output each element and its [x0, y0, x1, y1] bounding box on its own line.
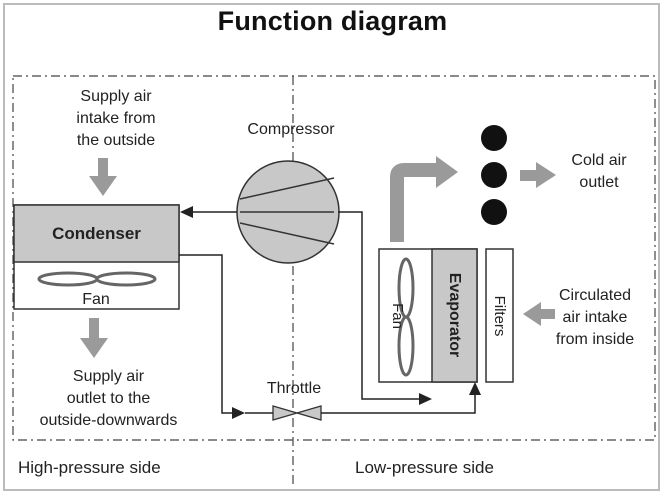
condenser-label: Condenser	[52, 224, 141, 243]
cold-air-dot	[481, 162, 507, 188]
throttle-label: Throttle	[266, 380, 322, 397]
condenser-fan-label: Fan	[82, 291, 110, 308]
region-border	[12, 75, 656, 441]
cold-air-dot	[481, 125, 507, 151]
evaporator-unit	[378, 248, 478, 383]
circulated-air-arrow	[523, 302, 555, 326]
supply-outlet-label: Supply air outlet to the outside-downwar…	[39, 368, 178, 429]
diagram-title: Function diagram	[217, 6, 448, 36]
pipe-condenser-to-throttle	[179, 254, 245, 419]
cold-air-outlet-label: Cold air outlet	[571, 152, 627, 191]
condenser-fan-icon	[37, 271, 157, 287]
supply-intake-arrow	[89, 158, 117, 196]
circulated-air-label: Circulated air intake from inside	[555, 287, 635, 348]
compressor-icon	[236, 160, 340, 264]
low-pressure-side-label: Low-pressure side	[355, 458, 494, 477]
evaporator-fan-icon	[397, 257, 415, 377]
high-pressure-side-label: High-pressure side	[18, 458, 161, 477]
pipe-evaporator-to-compressor	[338, 211, 432, 405]
pipe-compressor-to-condenser	[180, 206, 237, 218]
throttle-valve-icon	[245, 405, 322, 421]
filters-box	[485, 248, 514, 383]
cold-air-outlet-arrow	[520, 162, 556, 188]
compressor-label: Compressor	[247, 121, 335, 138]
condenser-unit	[13, 204, 180, 310]
cold-air-dot	[481, 199, 507, 225]
evaporator-label: Evaporator	[446, 272, 463, 358]
supply-outlet-arrow	[80, 318, 108, 358]
pipe-throttle-to-evaporator	[321, 382, 481, 414]
cold-air-flow-arrow	[390, 156, 458, 242]
evaporator-fan-label: Fan	[389, 303, 406, 329]
filters-label: Filters	[491, 295, 508, 337]
supply-intake-label: Supply air intake from the outside	[76, 88, 156, 149]
diagram-frame	[3, 3, 660, 491]
